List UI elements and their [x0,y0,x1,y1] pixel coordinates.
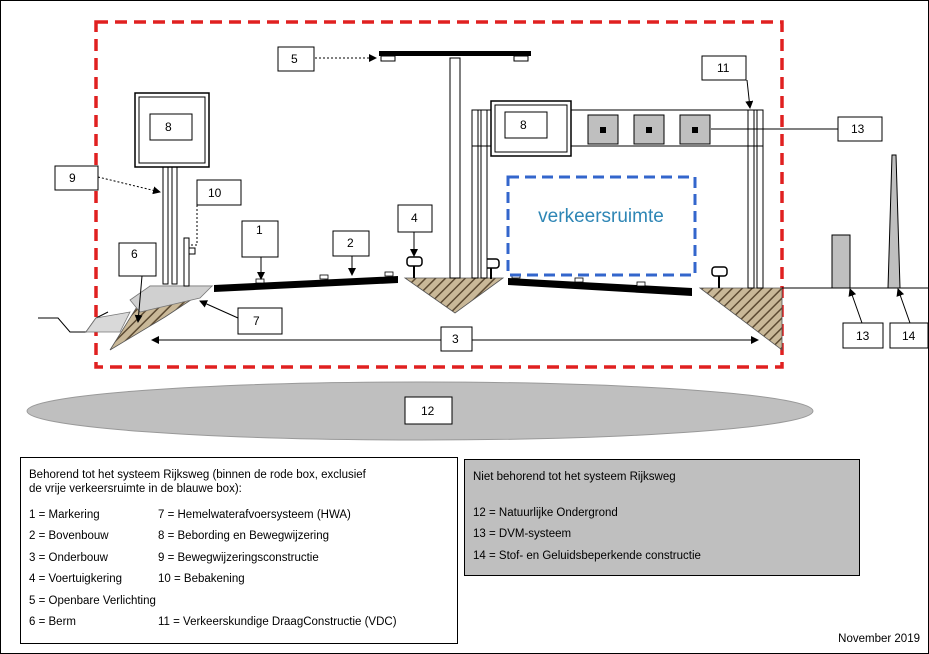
vehicle-barrier [406,256,423,278]
traffic-space-label: verkeersruimte [538,206,664,227]
lane-marking [636,281,646,287]
leader-line [190,205,198,246]
right-embankment [698,287,783,351]
svg-text:3: 3 [452,332,459,346]
legend-row: 5 = Openbare Verlichting [29,594,156,607]
leader-line [745,79,754,109]
lane-marking [574,277,584,283]
svg-text:14: 14 [902,329,916,343]
legend-outside-system: Niet behorend tot het systeem Rijksweg 1… [464,459,860,576]
svg-text:8: 8 [520,118,527,132]
legend-in-title: Behorend tot het systeem Rijksweg (binne… [29,469,366,495]
road-slab-right [508,278,692,296]
callout-3: 3 [440,326,473,352]
vehicle-barrier [711,266,728,288]
ditch-water [85,311,131,333]
svg-text:10: 10 [208,186,222,200]
lane-marking [255,278,265,284]
callout-11: 11 [701,55,747,81]
lane-marking [384,271,394,277]
date-label: November 2019 [838,633,920,645]
svg-text:6: 6 [131,247,138,261]
svg-text:1: 1 [256,223,263,237]
callout-7: 7 [237,307,283,335]
callout-5: 5 [277,46,315,72]
callout-13-roadside: 13 [842,322,884,349]
delineator-post [183,237,196,287]
street-light [379,51,531,279]
callout-1: 1 [241,220,279,258]
svg-text:4: 4 [411,211,418,225]
central-reserve [403,277,505,314]
legend-item: 12 = Natuurlijke Ondergrond [473,506,618,519]
svg-text:9: 9 [69,171,76,185]
traffic-space-box [506,175,697,277]
svg-text:5: 5 [291,52,298,66]
legend-out-title: Niet behorend tot het systeem Rijksweg [473,471,676,483]
svg-text:2: 2 [347,236,354,250]
svg-text:8: 8 [165,120,172,134]
legend-in-system: Behorend tot het systeem Rijksweg (binne… [20,457,458,644]
system-boundary-box [94,20,784,369]
dvm-cabinet [831,234,851,289]
svg-text:11: 11 [717,61,730,75]
legend-item: 13 = DVM-systeem [473,528,572,541]
leader-line [97,176,161,195]
ditch-profile [38,311,109,333]
leader-line [199,300,239,319]
leader-line [134,275,143,323]
noise-barrier [887,154,901,289]
callout-12: 12 [404,396,453,425]
leader-line [896,288,911,324]
callout-9: 9 [54,165,99,191]
svg-text:12: 12 [421,404,435,418]
callout-4: 4 [397,204,433,233]
svg-text:13: 13 [851,122,865,136]
callout-6: 6 [118,242,157,277]
callout-13-gantry: 13 [837,116,883,142]
dvm-signal-heads [587,114,711,145]
callout-10: 10 [196,179,242,206]
callout-2: 2 [332,230,370,257]
leader-line [848,288,863,324]
road-slab-left [214,276,398,292]
berm-surface [129,285,213,313]
lane-marking [319,274,329,280]
sign-structure-left [134,92,210,285]
callout-8-gantry: 8 [504,111,548,139]
callout-8-left: 8 [149,113,193,141]
svg-text:13: 13 [856,329,870,343]
legend-item: 14 = Stof- en Geluidsbeperkende construc… [473,549,701,562]
callout-14: 14 [889,322,929,349]
svg-text:7: 7 [253,314,260,328]
vehicle-barrier [483,258,500,279]
